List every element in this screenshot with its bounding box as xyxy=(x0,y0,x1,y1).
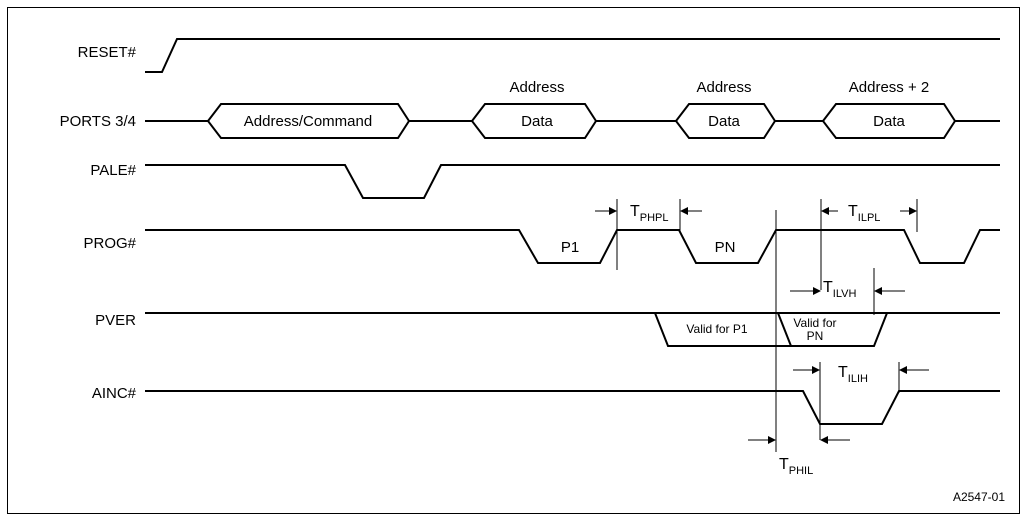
timing-label-tilvh: TILVH xyxy=(823,279,856,300)
signal-label-pale: PALE# xyxy=(90,162,136,179)
signal-label-ports: PORTS 3/4 xyxy=(60,113,136,130)
timing-label-tphpl: TPHPL xyxy=(630,203,669,224)
timing-arrows xyxy=(595,207,929,444)
bus-cell3-top-label: Address xyxy=(696,79,751,96)
signal-label-ainc: AINC# xyxy=(92,385,137,402)
timing-label-tilih: TILIH xyxy=(838,364,868,385)
prog-pulse-p1: P1 xyxy=(561,239,579,256)
figure-id: A2547-01 xyxy=(953,490,1005,504)
bus-cell-address-command: Address/Command xyxy=(244,113,372,130)
pale-waveform xyxy=(145,164,1000,199)
bus-cell2-data: Data xyxy=(521,113,553,130)
signal-label-prog: PROG# xyxy=(83,235,136,252)
figure-border xyxy=(7,7,1020,514)
timing-reference-lines xyxy=(616,199,918,452)
reset-waveform xyxy=(145,38,1000,73)
ports-waveform xyxy=(145,103,1000,139)
pver-valid-p1: Valid for P1 xyxy=(686,322,747,336)
pver-valid-pn-line1: Valid for xyxy=(793,316,836,330)
ainc-waveform xyxy=(145,390,1000,425)
signal-label-pver: PVER xyxy=(95,312,136,329)
timing-label-tilpl: TILPL xyxy=(848,203,880,224)
prog-pulse-pn: PN xyxy=(715,239,736,256)
bus-cell3-data: Data xyxy=(708,113,740,130)
pver-waveform xyxy=(145,312,1000,347)
pver-valid-pn-line2: PN xyxy=(807,329,824,343)
bus-cell4-data: Data xyxy=(873,113,905,130)
bus-cell2-top-label: Address xyxy=(509,79,564,96)
signal-label-reset: RESET# xyxy=(78,44,137,61)
timing-label-tphil: TPHIL xyxy=(779,456,813,477)
bus-cell4-top-label: Address + 2 xyxy=(849,79,929,96)
prog-waveform xyxy=(145,229,1000,264)
